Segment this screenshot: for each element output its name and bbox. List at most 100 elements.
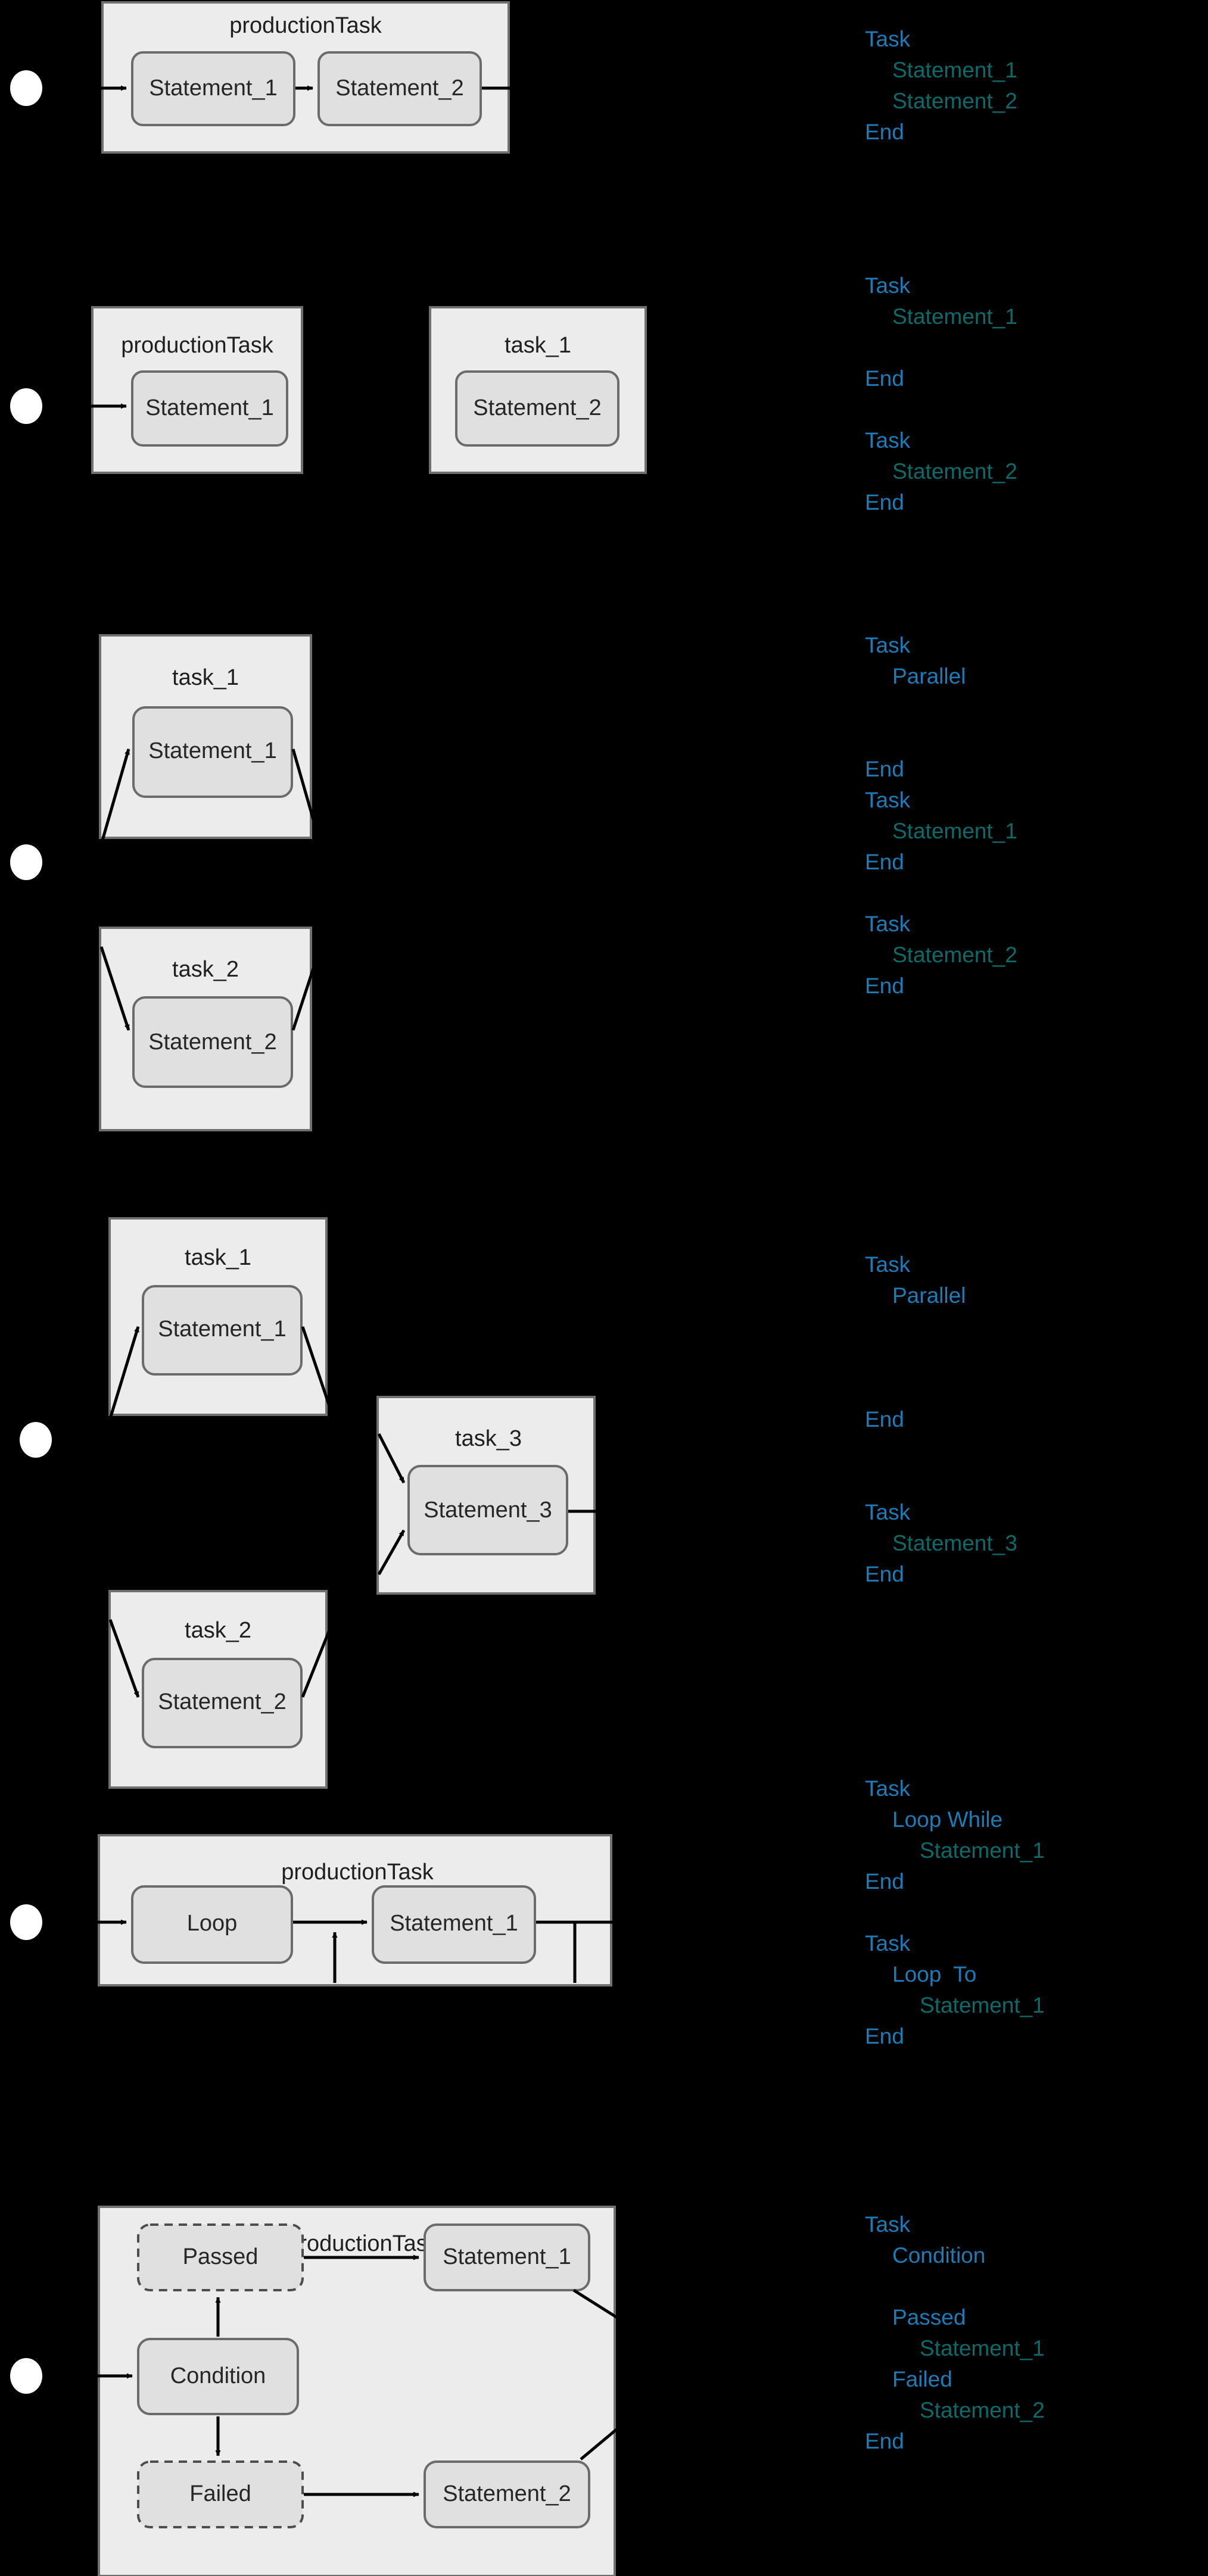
group-label: productionTask [281,1860,434,1885]
section-parallel-three: task_1 Statement_1 task_2 Statement_2 ta… [0,1197,1208,1789]
code-line: Task [865,788,911,812]
node-label: Loop [187,1911,238,1936]
node-box[interactable] [131,1885,293,1964]
node-label: Failed [189,2481,251,2506]
node-box-passed[interactable] [137,2223,304,2291]
code-line: Statement_2 [920,2398,1045,2422]
code-line: Statement_1 [920,2336,1045,2360]
node-label: Condition [170,2363,266,2388]
start-node [10,388,42,424]
code-line: Task [865,273,911,298]
code-line: End [865,974,904,998]
start-node [10,70,42,106]
code-line [865,692,1017,723]
code-line: Statement_1 [920,1838,1045,1863]
node-box[interactable] [131,51,295,126]
node-label: Statement_2 [473,395,601,420]
node-box[interactable] [424,2460,590,2528]
code-line: Condition [892,2243,986,2268]
group-label: productionTask [287,2231,440,2256]
group-label: task_2 [185,1618,251,1643]
node-box[interactable] [455,370,619,447]
section-parallel-two: task_1 Statement_1 task_2 Statement_2 Ta… [0,613,1208,1131]
code-line: Statement_1 [920,1993,1045,2017]
code-line [865,1897,1045,1928]
node-label: Statement_1 [158,1317,286,1342]
node-box[interactable] [424,2223,590,2291]
edge-fork-to-task2 [99,946,130,1031]
code-line: Task [865,1776,911,1801]
edge-statement2-to-exit [580,2428,618,2460]
edge-into-task3-top [377,1433,406,1484]
edge-into-task3-bottom [377,1529,406,1576]
code-line: Statement_2 [892,89,1017,113]
edge-fork-to-task2 [108,1619,140,1698]
group-label: productionTask [229,13,382,38]
start-node [10,1904,42,1940]
section-sequence: productionTask Statement_1 Statement_2 T… [0,0,1208,155]
loop-diagram: productionTask Loop Statement_1 [10,1834,619,1986]
code-line: End [865,1869,904,1894]
code-line [865,2271,1045,2302]
node-box[interactable] [132,996,293,1088]
code-line: Task [865,912,911,936]
node-box[interactable] [132,706,293,798]
node-box[interactable] [372,1885,536,1964]
node-label: Statement_2 [158,1689,286,1714]
two-tasks-diagram: productionTask Statement_1 task_1 Statem… [10,306,647,474]
node-box[interactable] [142,1285,303,1376]
code-line: Statement_1 [892,819,1017,843]
node-box[interactable] [407,1465,568,1555]
node-box[interactable] [317,51,482,126]
code-line: Statement_1 [892,58,1017,82]
code-line [865,1311,1017,1342]
code-line: Task [865,1252,911,1277]
group-label: task_1 [505,333,571,358]
node-label: Passed [183,2244,259,2269]
node-label: Statement_1 [149,76,277,101]
code-line: Statement_2 [892,943,1017,967]
code-line: Statement_3 [892,1531,1017,1555]
node-label: Statement_1 [390,1911,518,1936]
edge-task1-to-join [291,749,322,845]
code-line [865,1373,1017,1404]
start-node [20,1422,52,1458]
group-label: productionTask [121,333,274,358]
code-line [865,1466,1017,1497]
group-label: task_2 [172,957,239,982]
node-box[interactable] [131,370,288,447]
code-line: End [865,2429,904,2453]
condition-diagram: productionTask Condition Passed Failed S… [10,2206,618,2576]
section-two-tasks: productionTask Statement_1 task_1 Statem… [0,273,1208,514]
node-label: Statement_1 [443,2244,571,2269]
node-box[interactable] [142,1658,303,1748]
code-line: Statement_1 [892,304,1017,329]
code-line: Task [865,2212,911,2237]
code-line: Parallel [892,664,966,688]
edge-task2-to-task3 [301,1619,335,1698]
edge-fork-to-task1 [108,1326,140,1419]
node-label: Statement_2 [443,2481,571,2506]
code-line: End [865,2024,904,2048]
group-label: task_1 [172,665,239,690]
node-box-condition[interactable] [137,2338,299,2415]
code-line: End [865,1562,904,1586]
node-box-failed[interactable] [137,2460,304,2528]
code-line: End [865,1407,904,1432]
code-line: Failed [892,2367,952,2391]
code-line: End [865,757,904,781]
code-line [865,394,1017,425]
parallel-two-diagram: task_1 Statement_1 task_2 Statement_2 [10,634,322,1131]
code-line: Parallel [892,1283,966,1308]
edge-task2-to-join [291,946,322,1031]
code-line [865,1342,1017,1373]
code-line [865,878,1017,909]
code-line [865,723,1017,754]
code-line: End [865,120,904,144]
